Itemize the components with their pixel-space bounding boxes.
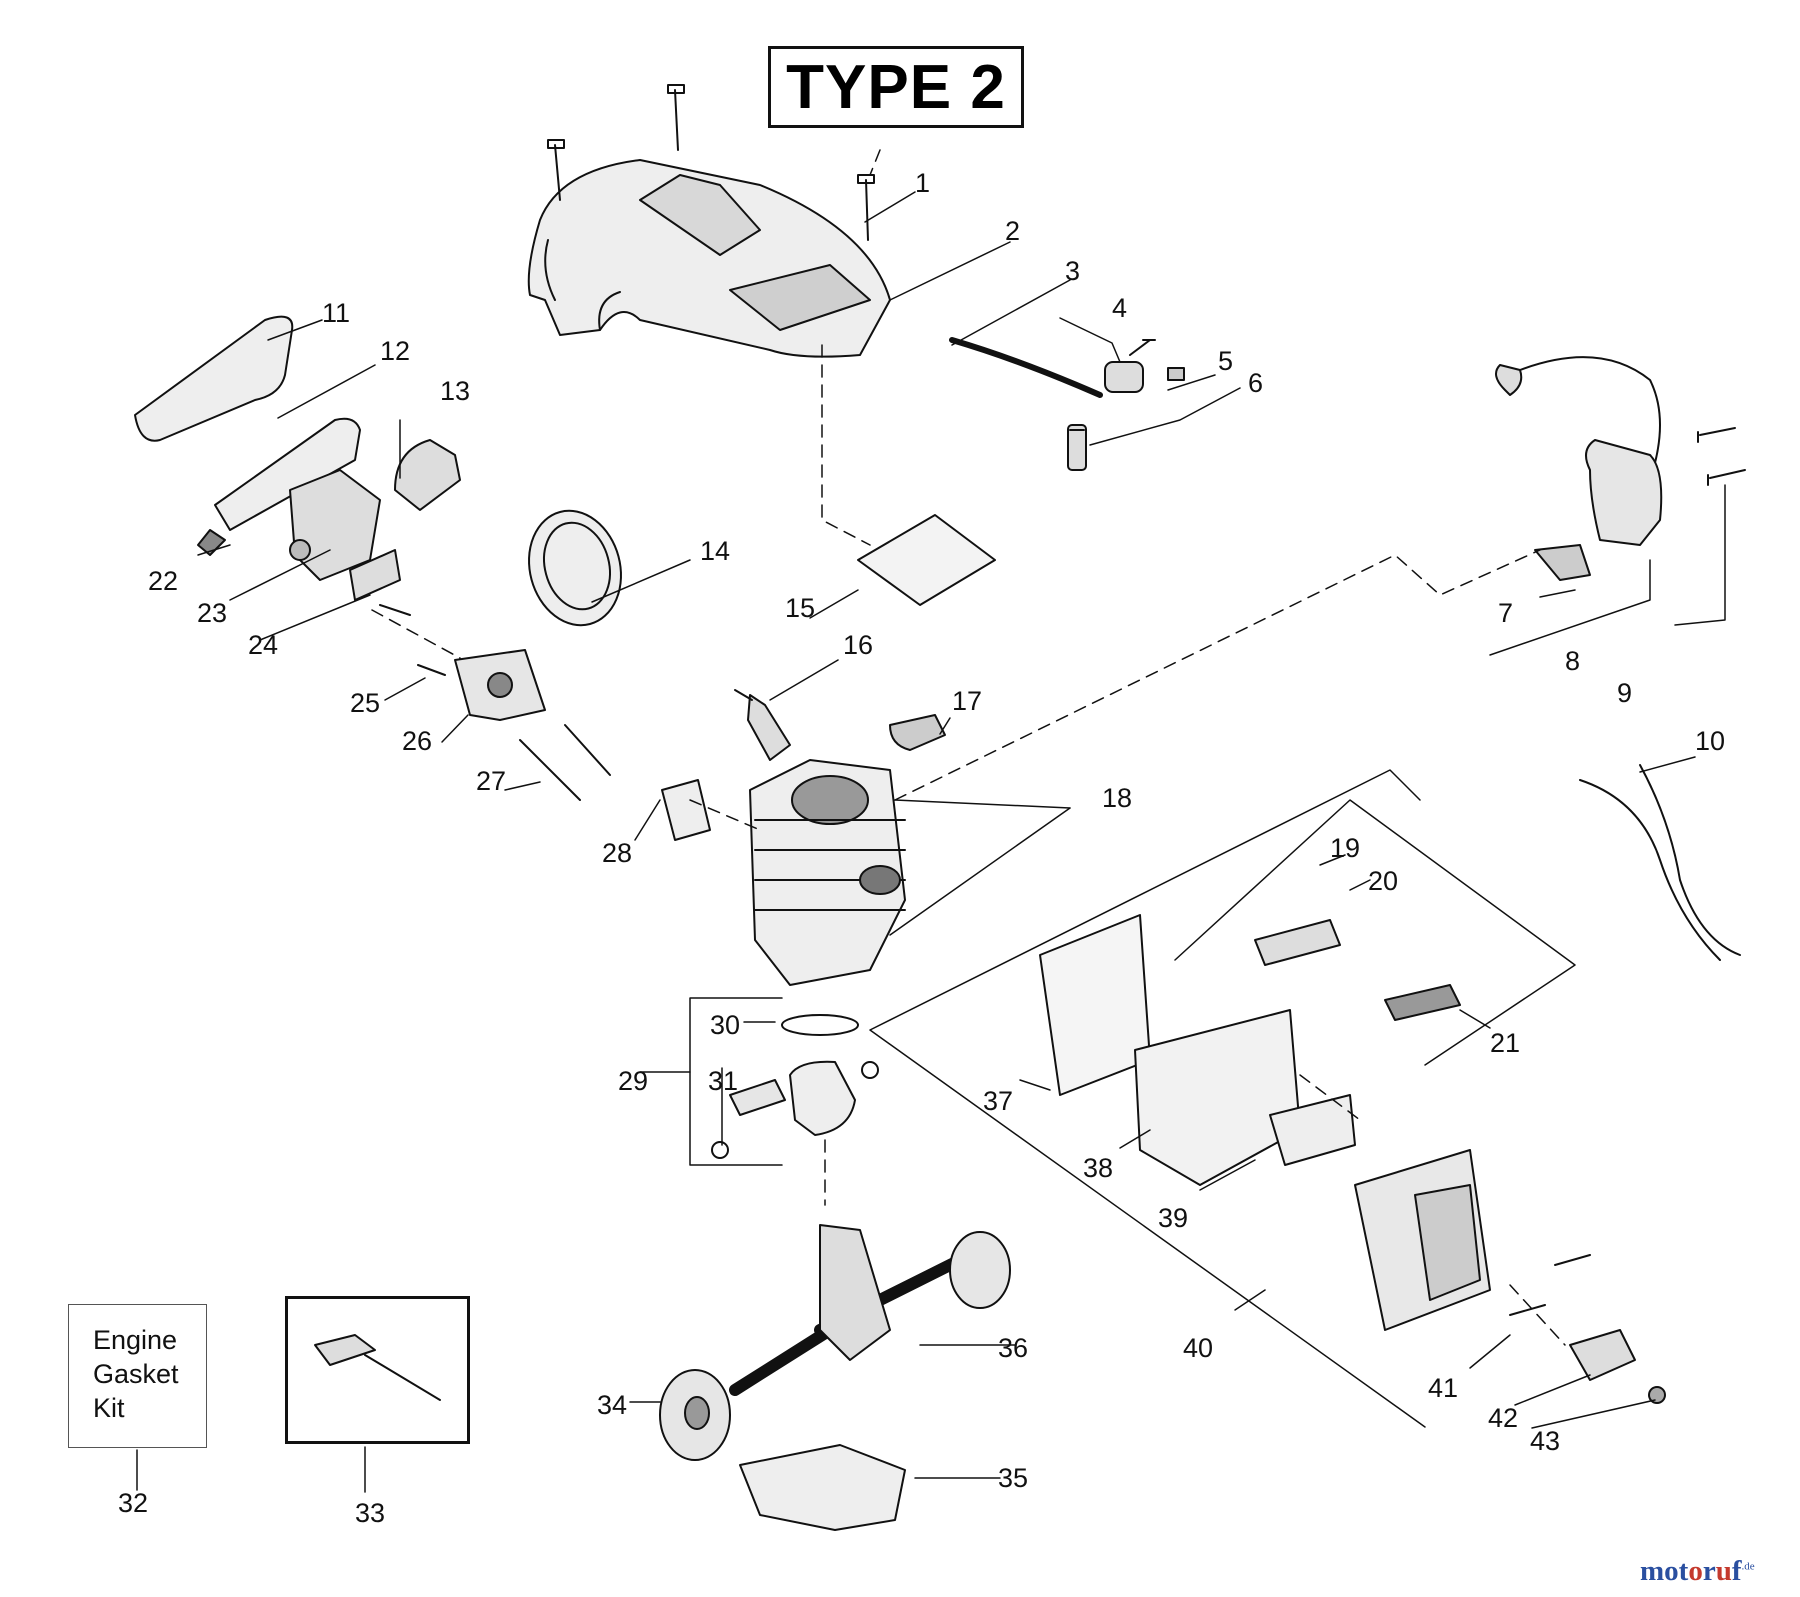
plug-cap bbox=[889, 714, 946, 751]
spark-plug bbox=[734, 689, 791, 761]
part-label-33: 33 bbox=[355, 1498, 386, 1528]
part-label-27: 27 bbox=[476, 766, 507, 796]
part-label-40: 40 bbox=[1183, 1333, 1214, 1363]
part-label-39: 39 bbox=[1158, 1203, 1189, 1233]
muffler-group bbox=[1039, 914, 1666, 1404]
part-label-38: 38 bbox=[1083, 1153, 1114, 1183]
part-label-14: 14 bbox=[700, 536, 731, 566]
part-label-12: 12 bbox=[380, 336, 411, 366]
part-label-18: 18 bbox=[1102, 783, 1133, 813]
part-label-9: 9 bbox=[1617, 678, 1633, 708]
crankcase-part bbox=[739, 1444, 906, 1531]
kit-line-3: Kit bbox=[93, 1393, 125, 1423]
top-cover-part bbox=[527, 159, 891, 358]
part-label-4: 4 bbox=[1112, 293, 1128, 323]
part-label-35: 35 bbox=[998, 1463, 1029, 1493]
air-filter bbox=[134, 315, 294, 442]
part-label-43: 43 bbox=[1530, 1426, 1561, 1456]
part-label-1: 1 bbox=[915, 168, 931, 198]
part-label-30: 30 bbox=[710, 1010, 741, 1040]
part-label-3: 3 bbox=[1065, 256, 1081, 286]
part-label-23: 23 bbox=[197, 598, 228, 628]
gasket-part bbox=[661, 779, 711, 841]
fuel-line bbox=[949, 337, 1103, 398]
piston-assembly bbox=[689, 997, 879, 1166]
part-label-13: 13 bbox=[440, 376, 471, 406]
cylinder-part bbox=[749, 759, 906, 986]
part-label-26: 26 bbox=[402, 726, 433, 756]
decal-part bbox=[857, 514, 996, 606]
assembly-lines bbox=[371, 149, 1566, 1346]
part-label-42: 42 bbox=[1488, 1403, 1519, 1433]
muffler-frame bbox=[869, 769, 1576, 1428]
diagram-title: TYPE 2 bbox=[786, 52, 1006, 122]
ignition-module bbox=[1495, 356, 1663, 581]
kit-line-1: Engine bbox=[93, 1325, 178, 1355]
gasket-kit-box: Engine Gasket Kit bbox=[68, 1304, 207, 1448]
part-label-34: 34 bbox=[597, 1390, 628, 1420]
part-label-21: 21 bbox=[1490, 1028, 1521, 1058]
intake-elbow bbox=[394, 439, 461, 511]
part-label-16: 16 bbox=[843, 630, 874, 660]
part-label-36: 36 bbox=[998, 1333, 1029, 1363]
watermark-logo: motoruf.de bbox=[1640, 1555, 1755, 1587]
part-label-41: 41 bbox=[1428, 1373, 1459, 1403]
part-label-25: 25 bbox=[350, 688, 381, 718]
ignition-screws bbox=[1697, 427, 1746, 486]
part-label-19: 19 bbox=[1330, 833, 1361, 863]
part-label-2: 2 bbox=[1005, 216, 1021, 246]
type-label-box: TYPE 2 bbox=[768, 46, 1024, 128]
tool-box bbox=[285, 1296, 470, 1444]
bolts bbox=[379, 604, 611, 801]
cover-screws bbox=[547, 84, 875, 241]
part-label-31: 31 bbox=[708, 1066, 739, 1096]
tank-vent-valve bbox=[1104, 339, 1156, 393]
leader-lines bbox=[136, 191, 1726, 1493]
clip-part bbox=[1167, 367, 1185, 381]
part-label-6: 6 bbox=[1248, 368, 1264, 398]
part-label-28: 28 bbox=[602, 838, 633, 868]
part-label-11: 11 bbox=[322, 298, 351, 328]
part-label-29: 29 bbox=[618, 1066, 649, 1096]
part-label-20: 20 bbox=[1368, 866, 1399, 896]
part-label-24: 24 bbox=[248, 630, 279, 660]
part-label-7: 7 bbox=[1498, 598, 1514, 628]
wire-harness bbox=[1579, 764, 1741, 961]
fuel-filter bbox=[1067, 424, 1087, 471]
part-label-10: 10 bbox=[1695, 726, 1726, 756]
carburetor-assembly bbox=[197, 417, 401, 601]
crankshaft-part bbox=[659, 1224, 1011, 1461]
scrench-tool bbox=[314, 1334, 441, 1401]
part-label-8: 8 bbox=[1565, 646, 1581, 676]
part-label-15: 15 bbox=[785, 593, 816, 623]
intake-manifold bbox=[454, 649, 546, 721]
outlet-deflector bbox=[1254, 919, 1461, 1021]
part-label-22: 22 bbox=[148, 566, 179, 596]
part-label-17: 17 bbox=[952, 686, 983, 716]
part-label-5: 5 bbox=[1218, 346, 1234, 376]
part-label-32: 32 bbox=[118, 1488, 149, 1518]
kit-line-2: Gasket bbox=[93, 1359, 179, 1389]
intake-boot bbox=[528, 509, 622, 627]
part-label-37: 37 bbox=[983, 1086, 1014, 1116]
